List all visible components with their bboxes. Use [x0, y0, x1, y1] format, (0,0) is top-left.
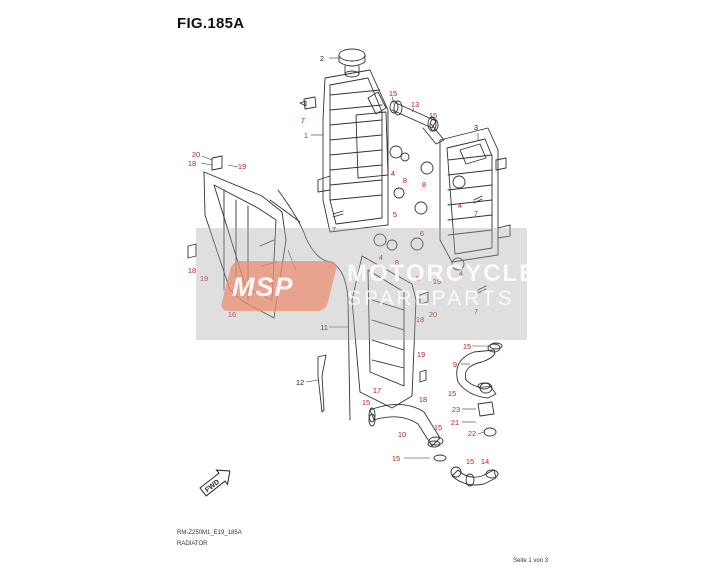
- callout-5: 5: [393, 210, 397, 219]
- callout-8: 8: [395, 258, 399, 267]
- callout-11: 11: [320, 323, 328, 332]
- callout-15: 15: [466, 457, 474, 466]
- hose-10-part: [368, 404, 444, 447]
- callout-12: 12: [296, 378, 304, 387]
- callout-16: 16: [228, 310, 236, 319]
- callout-18: 18: [188, 266, 196, 275]
- right-shroud-part: [351, 255, 417, 409]
- callout-15: 15: [389, 89, 397, 98]
- watermark-logo-text: MSP: [232, 272, 294, 302]
- callout-14: 14: [481, 457, 489, 466]
- page-indicator: Seite 1 von 3: [513, 558, 549, 564]
- callout-15: 15: [429, 111, 437, 120]
- callout-15: 15: [448, 389, 456, 398]
- callout-7: 7: [474, 307, 478, 316]
- callout-20: 20: [192, 150, 200, 159]
- callout-2: 2: [320, 54, 324, 63]
- document-code: RM-Z250M1_E19_185A: [177, 530, 242, 536]
- callout-8: 8: [403, 176, 407, 185]
- callout-6: 6: [420, 229, 424, 238]
- callout-18: 18: [416, 315, 424, 324]
- callout-7: 7: [301, 116, 305, 125]
- hose-14-part: [450, 466, 499, 486]
- callout-17: 17: [373, 386, 381, 395]
- breather-hose-part: [277, 189, 351, 421]
- callout-22: 22: [468, 429, 476, 438]
- figure-title: FIG.185A: [177, 15, 245, 32]
- callout-15: 15: [362, 398, 370, 407]
- callout-19: 19: [417, 350, 425, 359]
- callout-15: 15: [463, 342, 471, 351]
- callout-4: 4: [458, 201, 462, 210]
- callout-4: 4: [391, 169, 395, 178]
- callout-23: 23: [452, 405, 460, 414]
- callout-4: 4: [379, 253, 383, 262]
- diagram-name: RADIATOR: [177, 541, 208, 547]
- callout-8: 8: [422, 180, 426, 189]
- callout-19: 19: [200, 274, 208, 283]
- callout-18: 18: [419, 395, 427, 404]
- left-radiator-part: [303, 69, 389, 233]
- callout-21: 21: [451, 418, 459, 427]
- mounting-rubbers: [373, 145, 466, 271]
- callout-1: 1: [304, 131, 308, 140]
- watermark-line-2: SPAREPARTS: [347, 287, 515, 310]
- callout-10: 10: [398, 430, 406, 439]
- callout-3: 3: [474, 123, 478, 132]
- callout-19: 19: [238, 162, 246, 171]
- callout-19: 19: [433, 277, 441, 286]
- hose-9-part: [456, 343, 501, 399]
- watermark-banner: MSP MOTORCYCLE SPAREPARTS: [196, 228, 535, 340]
- watermark-line-1: MOTORCYCLE: [347, 260, 538, 287]
- callout-15: 15: [392, 454, 400, 463]
- callout-20: 20: [429, 310, 437, 319]
- callout-13: 13: [411, 100, 419, 109]
- callout-4: 4: [459, 269, 463, 278]
- cable-tie-part: [317, 354, 327, 413]
- forward-arrow-icon: FWD: [199, 469, 231, 497]
- callout-7: 7: [332, 225, 336, 234]
- callout-7: 7: [474, 209, 478, 218]
- thermo-fitting-part: [477, 401, 497, 437]
- callout-18: 18: [188, 159, 196, 168]
- callout-8: 8: [416, 274, 420, 283]
- bolts: [299, 100, 487, 294]
- right-radiator-part: [439, 127, 511, 263]
- callout-15: 15: [434, 423, 442, 432]
- callout-9: 9: [453, 360, 457, 369]
